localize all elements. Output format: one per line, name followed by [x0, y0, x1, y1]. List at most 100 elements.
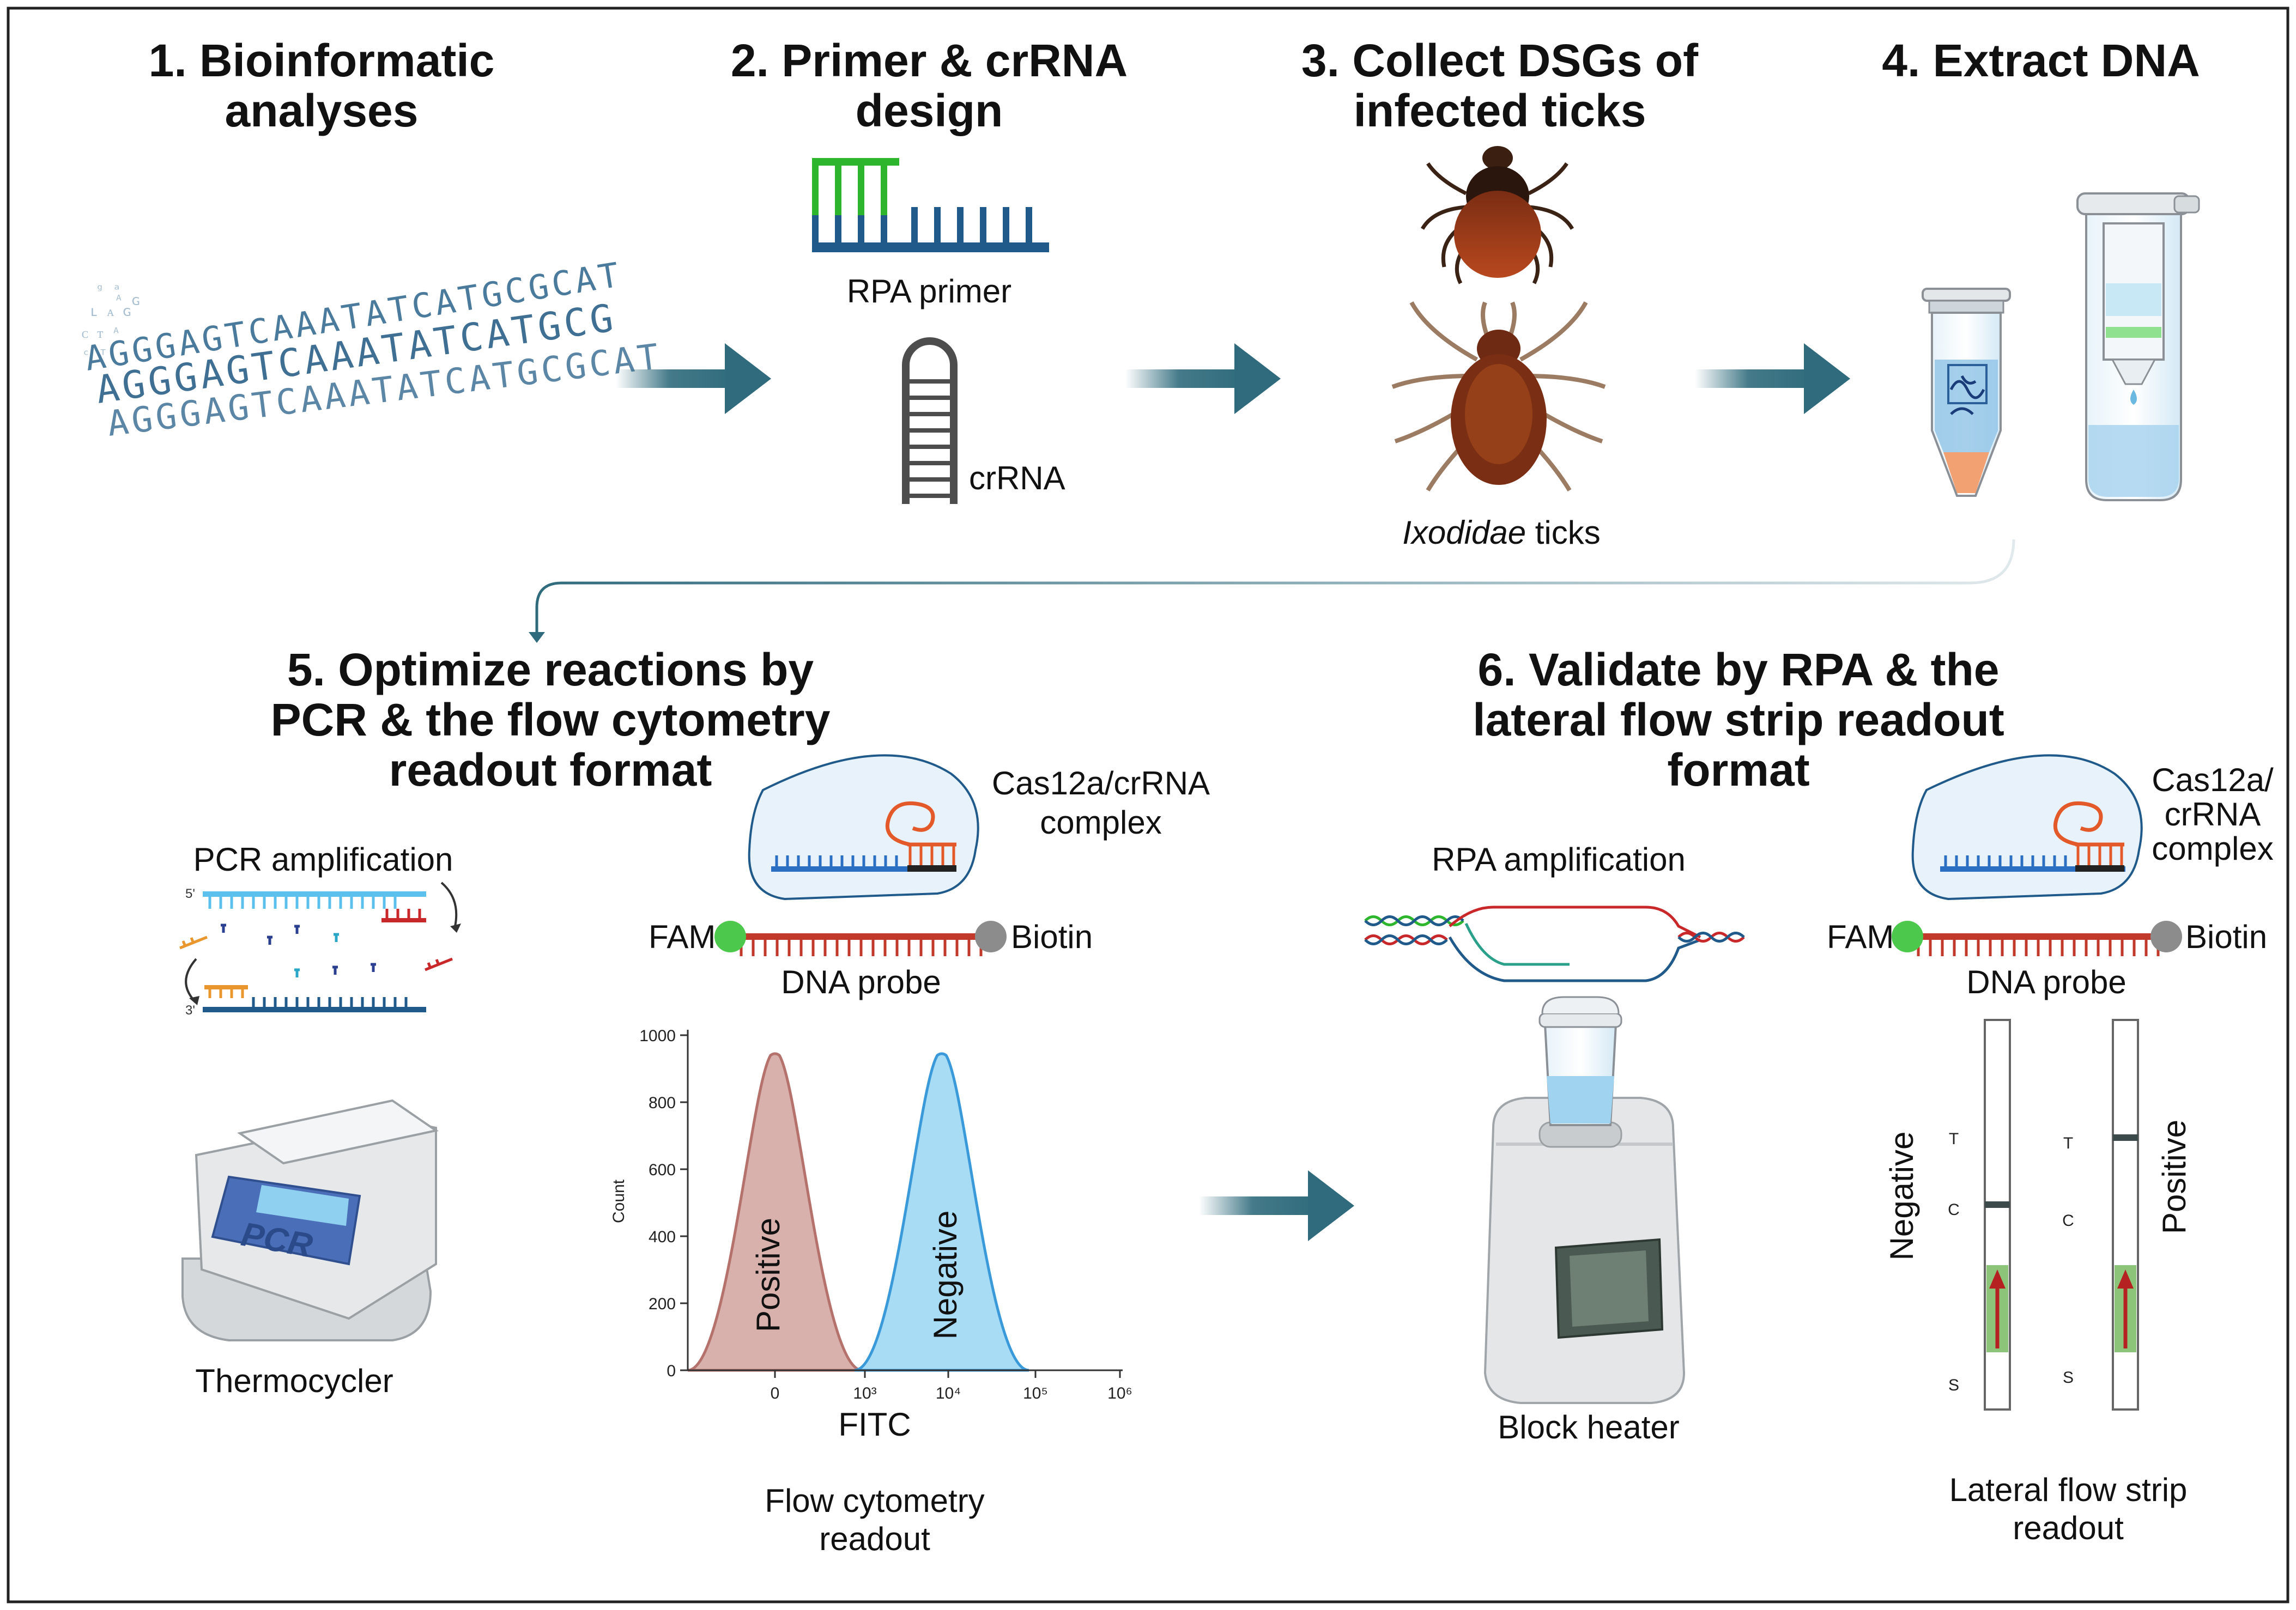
x-tick-label: 0	[771, 1384, 780, 1402]
positive-strip-label: Positive	[2156, 1120, 2192, 1234]
fam-b-label: FAM	[1827, 919, 1894, 955]
cas-complex-label-line2: complex	[1040, 804, 1161, 841]
positive-strip-c-label: C	[2062, 1212, 2074, 1230]
negative-strip-c-label: C	[1948, 1201, 1960, 1219]
connector-line	[535, 539, 2015, 635]
positive-strip-t-label: T	[2063, 1134, 2073, 1152]
cas12a-complex-icon-b	[1911, 754, 2143, 901]
y-tick-label: 400	[649, 1228, 676, 1246]
flow-readout-label-line2: readout	[819, 1521, 930, 1557]
connector-arrowhead	[529, 632, 545, 643]
figure-border	[7, 7, 2289, 1603]
step6-title-line3: format	[1667, 744, 1809, 795]
fam-b-fluorophore-icon	[1892, 921, 1923, 952]
step5-title-line2: PCR & the flow cytometry	[271, 694, 831, 745]
lfs-readout-label-line1: Lateral flow strip	[1949, 1472, 2188, 1508]
svg-text:ʟ ᴀ ɢ: ʟ ᴀ ɢ	[90, 303, 131, 320]
cas-complex-b-label-line2: crRNA	[2165, 796, 2261, 833]
flow-readout-label-line1: Flow cytometry	[765, 1483, 984, 1519]
biotin-icon	[975, 921, 1007, 952]
negative-strip	[1984, 1019, 2011, 1411]
ticks-label-rest: ticks	[1526, 514, 1601, 551]
y-axis-label: Count	[610, 1179, 628, 1223]
cas-complex-b-label-line3: complex	[2152, 830, 2273, 867]
positive-strip-s-label: S	[2063, 1369, 2074, 1387]
x-tick-label: 10³	[853, 1384, 876, 1402]
biotin-b-label: Biotin	[2185, 919, 2267, 955]
x-axis-label: FITC	[838, 1406, 911, 1443]
ticks-label-italic: Ixodidae	[1402, 514, 1526, 551]
spin-column-icon	[2076, 192, 2200, 501]
x-tick-label: 10⁵	[1023, 1384, 1048, 1402]
dna-probe-b-label: DNA probe	[1966, 964, 2127, 1000]
positive-peak-area	[687, 1052, 863, 1372]
x-axis-ticks: 0 10³ 10⁴ 10⁵ 10⁶	[771, 1370, 1132, 1402]
step1-title-line1: 1. Bioinformatic	[149, 35, 495, 86]
positive-strip	[2112, 1019, 2139, 1411]
rpa-primer-icon	[812, 158, 1049, 252]
block-heater-label: Block heater	[1498, 1409, 1680, 1445]
pcr-3prime-label: 3'	[185, 1003, 195, 1018]
step3-title-line2: infected ticks	[1354, 85, 1646, 136]
y-tick-label: 200	[649, 1295, 676, 1313]
flow-arrow-3	[1695, 343, 1850, 414]
svg-text:ᴄ ᴛ ᴬ: ᴄ ᴛ ᴬ	[82, 325, 120, 342]
negative-strip-t-label: T	[1949, 1130, 1959, 1148]
tick-top-head	[1482, 146, 1513, 170]
lfs-readout-label-line2: readout	[2013, 1510, 2124, 1546]
ticks-label: Ixodidae ticks	[1402, 514, 1601, 551]
negative-peak-area	[854, 1052, 1029, 1372]
fam-fluorophore-icon	[714, 921, 746, 952]
positive-series-label: Positive	[750, 1218, 786, 1332]
cas-complex-b-label-line1: Cas12a/	[2152, 762, 2274, 798]
rpa-amplification-diagram	[1364, 906, 1745, 982]
negative-strip-s-label: S	[1948, 1376, 1959, 1394]
y-tick-label: 800	[649, 1094, 676, 1112]
svg-text:ᶜ ᵀ: ᶜ ᵀ	[82, 347, 107, 363]
step2-title-line1: 2. Primer & crRNA	[731, 35, 1128, 86]
sequence-text-group: AGGGAGTCAAATATCATGCGCAT AGGGAGTCAAATATCA…	[82, 254, 664, 445]
crrna-hairpin-icon	[902, 337, 958, 504]
y-tick-label: 1000	[639, 1027, 676, 1045]
flow-arrow-1	[616, 343, 771, 414]
svg-text:ᴬ ɢ: ᴬ ɢ	[114, 293, 140, 309]
fam-label: FAM	[649, 919, 716, 955]
sequence-fade-dust: ʟ ᴀ ɢ ᴄ ᴛ ᴬ ᵍ ᵃ ᴬ ɢ ᶜ ᵀ	[82, 282, 140, 363]
crrna-label: crRNA	[969, 460, 1065, 496]
tick-top-body	[1454, 191, 1541, 278]
tick-bottom-body-highlight	[1465, 364, 1532, 464]
pcr-amplification-diagram: 5' 3'	[179, 882, 461, 1018]
step6-title-line2: lateral flow strip readout	[1473, 694, 2004, 745]
negative-control-line	[1985, 1201, 2010, 1208]
microtube-icon	[1922, 288, 2011, 497]
thermocycler-icon: PCR	[181, 1099, 439, 1341]
x-tick-label: 10⁴	[936, 1384, 961, 1402]
dna-probe-label: DNA probe	[781, 964, 941, 1000]
pcr-5prime-label: 5'	[185, 886, 195, 901]
negative-series-label: Negative	[927, 1211, 964, 1340]
dna-probe-icon-a	[714, 921, 1007, 956]
y-tick-label: 0	[667, 1362, 676, 1380]
flow-arrow-2	[1125, 343, 1281, 414]
step5-title-line1: 5. Optimize reactions by	[287, 644, 814, 695]
rpa-primer-label: RPA primer	[847, 273, 1011, 309]
pcr-amplification-label: PCR amplification	[193, 841, 453, 878]
cas12a-complex-icon-a	[748, 754, 979, 901]
dna-probe-icon-b	[1892, 921, 2182, 956]
block-heater-icon	[1483, 996, 1686, 1404]
x-tick-label: 10⁶	[1107, 1384, 1132, 1402]
biotin-label: Biotin	[1011, 919, 1093, 955]
svg-text:ᵍ ᵃ: ᵍ ᵃ	[95, 282, 121, 298]
biotin-b-icon	[2150, 921, 2182, 952]
step6-title-line1: 6. Validate by RPA & the	[1478, 644, 2000, 695]
step1-title-line2: analyses	[225, 85, 419, 136]
negative-strip-label: Negative	[1883, 1132, 1920, 1261]
thermocycler-label: Thermocycler	[195, 1363, 393, 1399]
flow-arrow-4	[1199, 1170, 1354, 1241]
step2-title-line2: design	[856, 85, 1003, 136]
step4-title: 4. Extract DNA	[1882, 35, 2200, 86]
rpa-amplification-label: RPA amplification	[1432, 841, 1686, 878]
